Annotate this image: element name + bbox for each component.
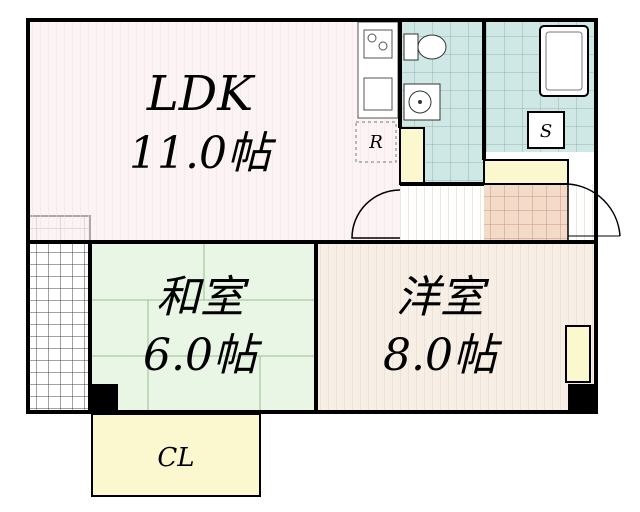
refrigerator-space: [355, 121, 397, 163]
bathtub-icon: [539, 25, 589, 97]
ldk-name: LDK: [146, 66, 256, 122]
youshitsu-size: 8.0帖: [383, 330, 503, 381]
walls: [26, 18, 598, 414]
sink-icon: [363, 77, 393, 111]
shoe-cabinet: [483, 159, 569, 185]
kitchen-counter: [357, 21, 399, 119]
washitsu-room: [90, 244, 316, 412]
youshitsu-closet: [565, 325, 591, 383]
column: [90, 384, 118, 412]
tatami-lines: [90, 244, 316, 412]
balcony: [27, 215, 91, 413]
refrigerator-mark: R: [368, 132, 383, 153]
closet-label: CL: [157, 443, 194, 473]
toilet-icon: [403, 33, 419, 61]
storage-mark: S: [540, 121, 552, 142]
washitsu-name: 和室: [156, 272, 250, 323]
closet-small: [399, 127, 425, 185]
youshitsu-name: 洋室: [396, 272, 490, 323]
storage-box: [527, 111, 565, 149]
stove-icon: [363, 29, 393, 59]
ldk-size: 11.0帖: [129, 128, 277, 179]
entrance-door-swing: [567, 183, 621, 240]
ldk-door-swing: [351, 189, 401, 239]
cl-closet: [91, 413, 261, 497]
column: [568, 384, 596, 412]
washitsu-size: 6.0帖: [143, 330, 263, 381]
